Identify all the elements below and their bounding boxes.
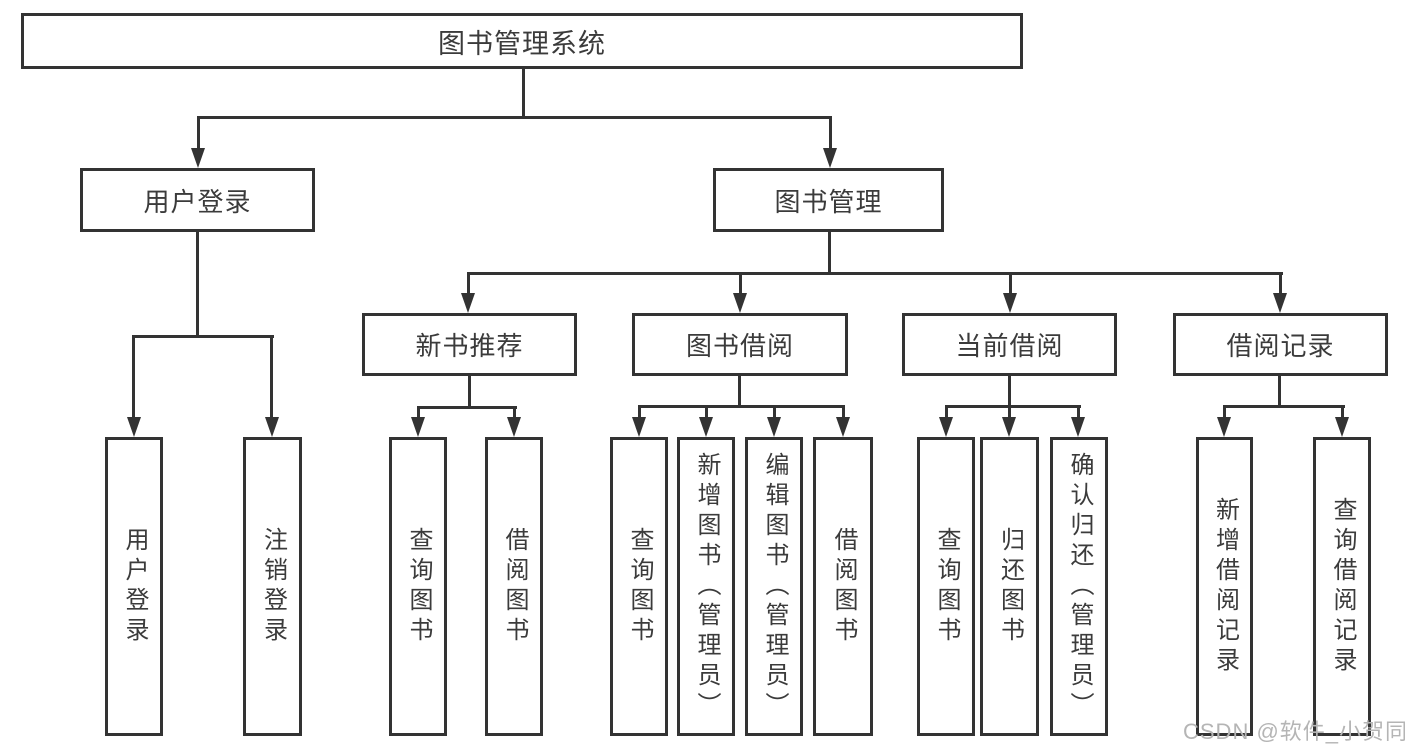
connector-shaft: [1009, 272, 1012, 295]
leaf-add-books-admin: 新增图书（管理员）: [677, 437, 735, 736]
connector-shaft: [945, 405, 948, 419]
leaf-user-login-label: 用户登录: [121, 526, 148, 647]
leaf-query-books-borrow: 查询图书: [610, 437, 668, 736]
connector-stem: [738, 376, 741, 408]
connector-stem: [522, 69, 525, 119]
leaf-borrow-books-recommend-label: 借阅图书: [501, 526, 528, 647]
connector-stem: [828, 232, 831, 275]
leaf-user-login: 用户登录: [105, 437, 163, 736]
connector-shaft: [1223, 405, 1226, 419]
arrowhead-down: [191, 148, 205, 168]
arrowhead-down: [1002, 417, 1016, 437]
leaf-edit-books-admin-label: 编辑图书（管理员）: [761, 451, 788, 722]
leaf-query-borrow-record-label: 查询借阅记录: [1329, 496, 1356, 677]
leaf-edit-books-admin: 编辑图书（管理员）: [745, 437, 803, 736]
node-current-borrow: 当前借阅: [902, 313, 1117, 376]
arrowhead-down: [1217, 417, 1231, 437]
connector-shaft: [638, 405, 641, 419]
leaf-query-books-recommend: 查询图书: [389, 437, 447, 736]
arrowhead-down: [265, 417, 279, 437]
connector-horizontal: [1223, 405, 1345, 408]
node-root-label: 图书管理系统: [438, 28, 606, 59]
arrowhead-down: [767, 417, 781, 437]
arrowhead-down: [632, 417, 646, 437]
arrowhead-down: [1071, 417, 1085, 437]
node-user-login-label: 用户登录: [143, 186, 252, 217]
leaf-add-borrow-record: 新增借阅记录: [1196, 437, 1253, 736]
connector-stem: [196, 232, 199, 338]
connector-shaft: [197, 116, 200, 150]
connector-shaft: [842, 405, 845, 419]
connector-horizontal: [467, 272, 1283, 275]
connector-shaft: [773, 405, 776, 419]
leaf-add-books-admin-label: 新增图书（管理员）: [693, 451, 720, 722]
connector-shaft: [417, 406, 420, 419]
leaf-query-books-recommend-label: 查询图书: [405, 526, 432, 647]
leaf-borrow-books-label: 借阅图书: [830, 526, 857, 647]
connector-shaft: [513, 406, 516, 419]
leaf-logout: 注销登录: [243, 437, 302, 736]
node-book-management: 图书管理: [713, 168, 944, 232]
leaf-confirm-return-admin: 确认归还（管理员）: [1050, 437, 1108, 736]
connector-stem: [468, 376, 471, 409]
leaf-query-books-borrow-label: 查询图书: [626, 526, 653, 647]
arrowhead-down: [127, 417, 141, 437]
arrowhead-down: [1003, 293, 1017, 313]
leaf-logout-label: 注销登录: [259, 526, 287, 647]
connector-horizontal: [945, 405, 1081, 408]
connector-shaft: [705, 405, 708, 419]
connector-shaft: [1077, 405, 1080, 419]
node-book-management-label: 图书管理: [774, 186, 883, 217]
connector-shaft: [467, 272, 470, 295]
node-book-borrow-label: 图书借阅: [685, 331, 794, 361]
connector-shaft: [739, 272, 742, 295]
connector-horizontal: [133, 335, 274, 338]
connector-shaft: [1341, 405, 1344, 419]
arrowhead-down: [823, 148, 837, 168]
leaf-query-books-current: 查询图书: [917, 437, 975, 736]
connector-horizontal: [417, 406, 517, 409]
node-new-book-recommend-label: 新书推荐: [415, 331, 524, 361]
connector-horizontal: [638, 405, 845, 408]
connector-horizontal: [197, 116, 831, 119]
arrowhead-down: [1273, 293, 1287, 313]
csdn-watermark: CSDN @软件_小贺同学: [1183, 719, 1405, 744]
arrowhead-down: [733, 293, 747, 313]
node-new-book-recommend: 新书推荐: [362, 313, 577, 376]
arrowhead-down: [939, 417, 953, 437]
leaf-query-borrow-record: 查询借阅记录: [1313, 437, 1371, 736]
arrowhead-down: [507, 417, 521, 437]
leaf-confirm-return-admin-label: 确认归还（管理员）: [1066, 451, 1093, 722]
node-current-borrow-label: 当前借阅: [955, 331, 1064, 361]
leaf-add-borrow-record-label: 新增借阅记录: [1211, 496, 1239, 677]
node-root: 图书管理系统: [21, 13, 1023, 69]
node-borrow-records: 借阅记录: [1173, 313, 1388, 376]
arrowhead-down: [411, 417, 425, 437]
connector-stem: [1278, 376, 1281, 408]
arrowhead-down: [1335, 417, 1349, 437]
connector-shaft: [270, 335, 273, 419]
leaf-return-books-label: 归还图书: [996, 526, 1024, 647]
leaf-return-books: 归还图书: [980, 437, 1039, 736]
leaf-borrow-books-recommend: 借阅图书: [485, 437, 543, 736]
connector-shaft: [132, 335, 135, 419]
leaf-query-books-current-label: 查询图书: [933, 526, 960, 647]
arrowhead-down: [699, 417, 713, 437]
node-borrow-records-label: 借阅记录: [1226, 331, 1335, 361]
leaf-borrow-books: 借阅图书: [813, 437, 873, 736]
connector-shaft: [829, 116, 832, 150]
node-book-borrow: 图书借阅: [632, 313, 848, 376]
connector-shaft: [1279, 272, 1282, 295]
arrowhead-down: [836, 417, 850, 437]
connector-shaft: [1008, 405, 1011, 419]
node-user-login: 用户登录: [80, 168, 315, 232]
connector-stem: [1008, 376, 1011, 408]
arrowhead-down: [461, 293, 475, 313]
